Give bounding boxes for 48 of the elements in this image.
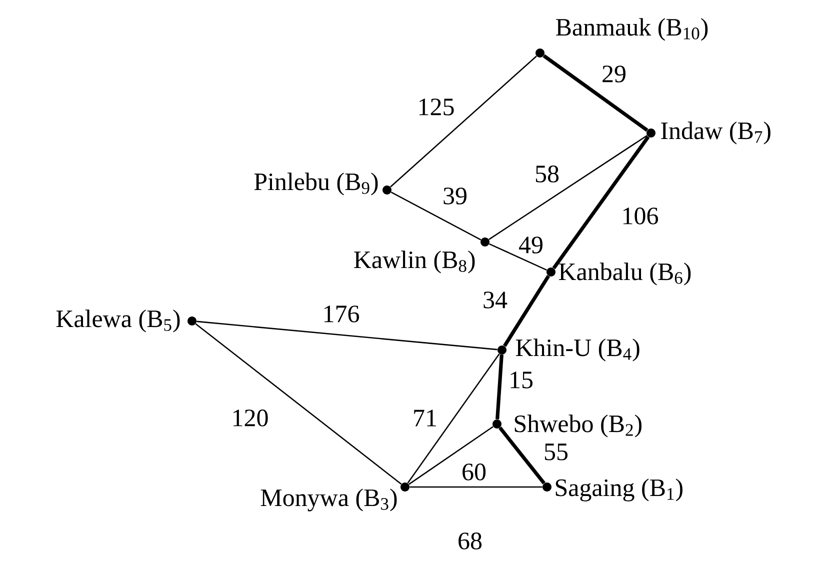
junction-dot [492, 419, 502, 428]
place-label: Kanbalu (B$_{6}$) [558, 262, 691, 286]
road-line [498, 426, 546, 484]
road-line [502, 275, 550, 347]
place-label: Kawlin (B$_{8}$) [354, 250, 475, 274]
place-label: Monywa (B$_{3}$) [260, 488, 397, 512]
road-line [542, 54, 648, 132]
junction-dot [400, 482, 410, 492]
distance-label: 55 [544, 444, 568, 460]
junction-dot [498, 345, 506, 354]
road-line [407, 353, 500, 484]
place-label: Banmauk (B$_{10}$) [556, 18, 708, 41]
distance-label: 120 [233, 410, 268, 426]
junction-dot [188, 316, 196, 326]
distance-label: 60 [462, 464, 486, 480]
road-line [489, 243, 547, 271]
distance-label: 49 [519, 236, 542, 254]
junction-dot [542, 482, 552, 492]
distance-label: 58 [536, 166, 559, 182]
junction-dot [536, 48, 544, 58]
place-label: Kalewa (B$_{5}$) [56, 310, 180, 332]
road-line [196, 320, 498, 350]
distance-label: 39 [444, 188, 466, 204]
place-label: Shwebo (B$_{2}$) [514, 414, 642, 438]
place-label: Sagaing (B$_{1}$) [556, 478, 682, 502]
distance-label: 125 [419, 98, 454, 116]
road-line [408, 426, 494, 485]
road-line [488, 135, 648, 240]
road-line [552, 136, 650, 270]
distance-label: 71 [414, 410, 436, 426]
junction-dot [382, 185, 392, 194]
junction-dot [480, 238, 490, 246]
distance-label: 68 [458, 532, 482, 550]
place-label: Indaw (B$_{7}$) [661, 122, 770, 144]
road-line [390, 56, 537, 188]
road-line [195, 323, 402, 485]
place-label: Pinlebu (B$_{9}$) [254, 172, 378, 196]
junction-dot [546, 267, 556, 276]
place-label: Khin-U (B$_{4}$) [516, 338, 640, 362]
distance-label: 176 [324, 306, 360, 322]
road-line [496, 354, 504, 420]
distance-label: 106 [623, 208, 658, 224]
junction-dot [646, 128, 656, 138]
distance-label: 29 [602, 66, 626, 82]
road-line [390, 192, 482, 240]
road-line [410, 486, 542, 488]
distance-label: 34 [484, 292, 508, 308]
distance-label: 15 [510, 372, 533, 388]
